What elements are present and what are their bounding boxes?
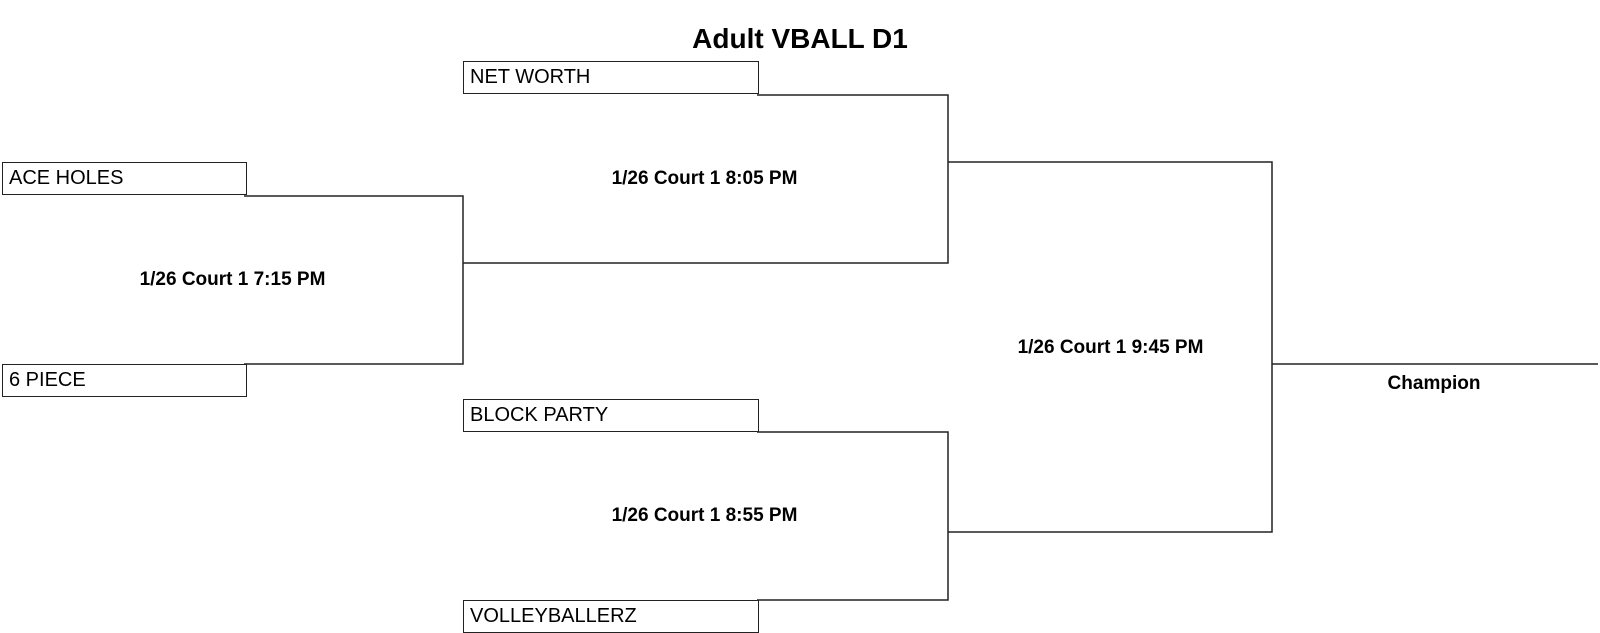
team-name: ACE HOLES <box>9 167 124 189</box>
match-final-label: 1/26 Court 1 9:45 PM <box>1017 337 1204 358</box>
connector-semi-top <box>463 94 949 264</box>
team-ace-holes: ACE HOLES <box>2 162 247 195</box>
team-volleyballerz: VOLLEYBALLERZ <box>463 600 759 633</box>
match-semi-bottom-label: 1/26 Court 1 8:55 PM <box>611 505 798 526</box>
connector-final <box>948 161 1273 533</box>
match-semi-top-label: 1/26 Court 1 8:05 PM <box>611 168 798 189</box>
bracket-title: Adult VBALL D1 <box>692 23 908 54</box>
connector-semi-bottom <box>757 431 949 601</box>
team-name: NET WORTH <box>470 66 591 88</box>
connector-round1 <box>244 195 464 365</box>
team-name: 6 PIECE <box>9 369 86 391</box>
champion-label: Champion <box>1387 373 1481 394</box>
team-net-worth: NET WORTH <box>463 61 759 94</box>
match-round1-label: 1/26 Court 1 7:15 PM <box>139 269 326 290</box>
team-name: VOLLEYBALLERZ <box>470 605 637 627</box>
team-6-piece: 6 PIECE <box>2 364 247 397</box>
team-block-party: BLOCK PARTY <box>463 399 759 432</box>
team-name: BLOCK PARTY <box>470 404 609 426</box>
